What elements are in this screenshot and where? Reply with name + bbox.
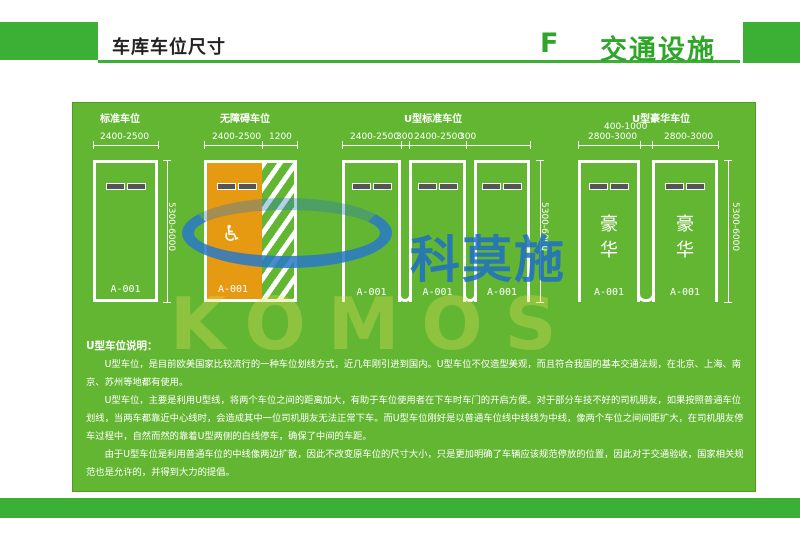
header-right-bar [743, 22, 800, 63]
notes-paragraph-1: U型车位，是目前欧美国家比较流行的一种车位划线方式，近几年刚引进到国内。U型车位… [86, 359, 742, 388]
stall-standard: A-001 [93, 160, 158, 302]
dim-tick [652, 141, 653, 149]
stall-code: A-001 [422, 287, 453, 298]
column-title-u-luxury: U型豪华车位 [632, 114, 691, 125]
dim-tick [640, 141, 641, 149]
dim-length-3: 5300-6000 [730, 202, 740, 252]
dim-u-width-2: 2400-2500 [414, 132, 464, 142]
dim-acc-width: 2400-2500 [212, 132, 262, 142]
dim-length-line [728, 160, 729, 302]
dim-tick [163, 302, 171, 303]
dim-u-gap-2: 300 [459, 132, 477, 142]
dim-length-1: 5300-6000 [166, 202, 176, 252]
stall-u-luxury-2: A-001 [652, 160, 718, 302]
header-section-box [528, 22, 740, 63]
dim-line-u-standard [342, 145, 530, 146]
stall-code: A-001 [593, 287, 625, 298]
dim-acc-aisle: 1200 [269, 132, 292, 142]
dim-line-acc [204, 145, 297, 146]
column-title-u-standard: U型标准车位 [404, 114, 463, 125]
dim-lux-width-1: 2800-3000 [588, 132, 638, 142]
column-title-accessible: 无障碍车位 [220, 114, 270, 125]
watermark-logo-icon [182, 198, 392, 268]
stall-lux-text: 豪 [676, 214, 694, 235]
stall-code: A-001 [356, 287, 387, 298]
stall-code: A-001 [110, 284, 141, 295]
dim-line-std [93, 145, 158, 146]
dim-lux-gap: 400-1000 [604, 122, 648, 132]
wheel-stopper-icon [665, 183, 705, 190]
notes-paragraph-3: 由于U型车位是利用普通车位的中线像两边扩散，因此不改变原车位的尺寸大小，只是更加… [86, 449, 744, 478]
wheel-stopper-icon [217, 183, 257, 190]
page-title: 车库车位尺寸 [112, 37, 226, 58]
section-name: 交通设施 [600, 35, 716, 66]
dim-std-width: 2400-2500 [100, 132, 150, 142]
dim-tick [530, 141, 531, 149]
footer-bar [0, 498, 800, 518]
wheel-stopper-icon [105, 183, 146, 190]
dim-tick [297, 141, 298, 149]
dim-length-line [167, 160, 168, 302]
header-left-bar [0, 22, 98, 60]
dim-tick [724, 160, 732, 161]
stall-lux-text: 华 [600, 240, 618, 261]
dim-lux-width-2: 2800-3000 [664, 132, 714, 142]
dim-tick [342, 141, 343, 149]
notes-title: U型车位说明： [86, 340, 158, 352]
dim-tick [536, 302, 544, 303]
section-code: F [540, 28, 559, 59]
watermark-brand: 科莫施 [410, 231, 566, 289]
stall-u-luxury-1: A-001 [578, 160, 640, 302]
wheel-stopper-icon [417, 183, 458, 190]
stall-lux-text: 豪 [600, 214, 618, 235]
stall-u-standard-3: A-001 [474, 160, 530, 302]
stall-code: A-001 [217, 284, 249, 295]
dim-tick [158, 141, 159, 149]
wheel-stopper-icon [482, 183, 522, 190]
dim-u-gap-1: 300 [396, 132, 414, 142]
stall-lux-text: 华 [676, 240, 694, 261]
notes-paragraph-2: U型车位，主要是利用U型线，将两个车位之间的距离加大，有助于车位使用者在下车时车… [86, 395, 744, 442]
column-title-standard: 标准车位 [100, 114, 140, 125]
dim-u-width-1: 2400-2500 [350, 132, 400, 142]
dim-tick [466, 141, 467, 149]
dim-tick [262, 141, 263, 149]
stall-code: A-001 [486, 287, 518, 298]
wheel-stopper-icon [351, 183, 392, 190]
dim-length-line [540, 160, 541, 302]
dim-tick [93, 141, 94, 149]
dim-line-u-luxury [578, 145, 718, 146]
stall-u-standard-2: A-001 [409, 160, 466, 302]
dim-tick [401, 141, 402, 149]
stall-code: A-001 [669, 287, 701, 298]
dim-tick [724, 302, 732, 303]
dim-tick [163, 160, 171, 161]
watermark-brand-latin: KOMOS [170, 282, 579, 366]
dim-tick [718, 141, 719, 149]
dim-tick [536, 160, 544, 161]
wheel-stopper-icon [589, 183, 629, 190]
header-underline [98, 60, 528, 63]
dim-tick [409, 141, 410, 149]
dim-tick [204, 141, 205, 149]
dim-tick [578, 141, 579, 149]
